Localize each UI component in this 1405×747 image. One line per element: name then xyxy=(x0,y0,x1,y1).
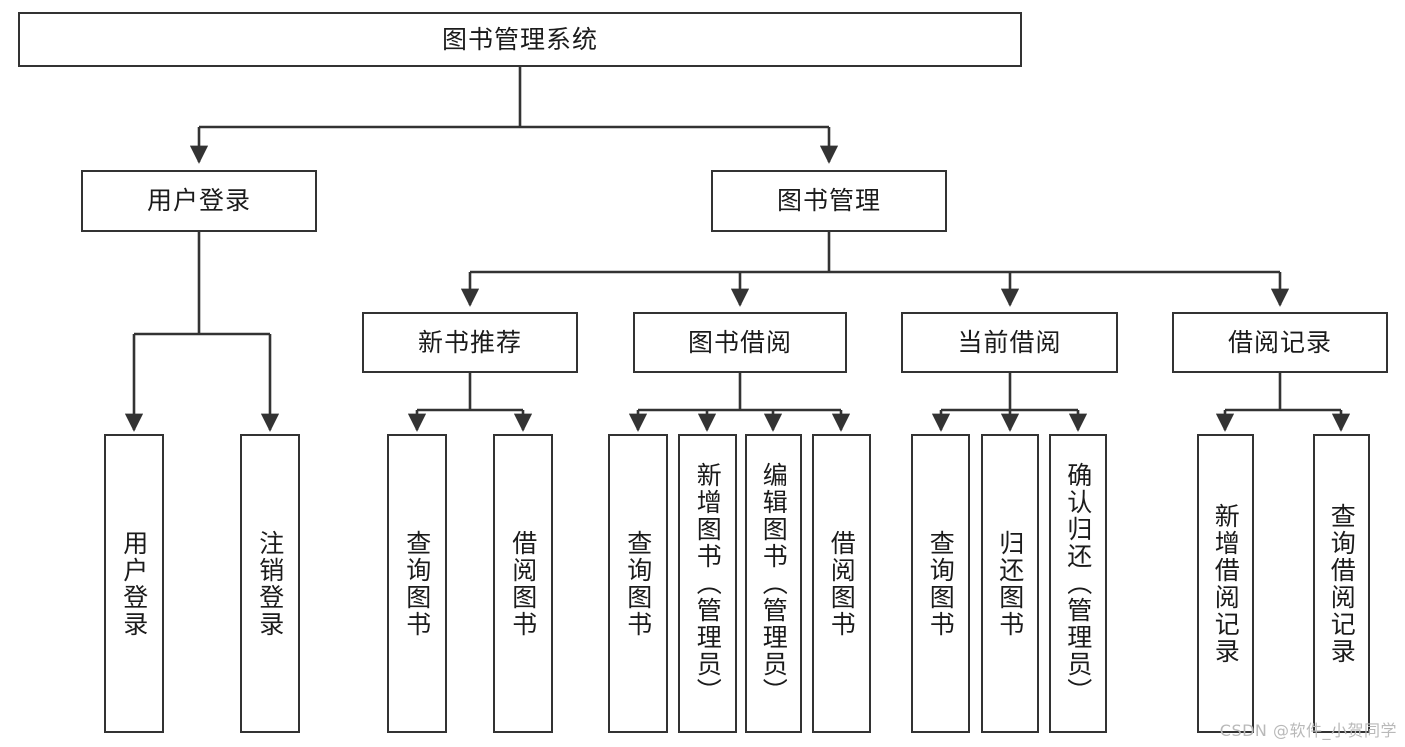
node-label: 查询图书 xyxy=(402,529,432,638)
node-book-management[interactable]: 图书管理 xyxy=(711,170,947,232)
node-label: 归还图书 xyxy=(995,529,1025,638)
leaf-edit-book-admin[interactable]: 编辑图书（管理员） xyxy=(745,434,802,733)
node-label: 查询图书 xyxy=(926,529,956,638)
leaf-query-borrow-record[interactable]: 查询借阅记录 xyxy=(1313,434,1370,733)
node-user-login[interactable]: 用户登录 xyxy=(81,170,317,232)
leaf-logout[interactable]: 注销登录 xyxy=(240,434,300,733)
node-label: 借阅图书 xyxy=(508,529,538,638)
node-label: 查询借阅记录 xyxy=(1327,502,1357,665)
node-label: 图书借阅 xyxy=(687,327,792,357)
leaf-add-book-admin[interactable]: 新增图书（管理员） xyxy=(678,434,737,733)
node-label: 图书管理系统 xyxy=(441,24,598,54)
node-label: 新书推荐 xyxy=(417,327,522,357)
node-label: 用户登录 xyxy=(146,186,251,215)
node-label: 借阅记录 xyxy=(1227,327,1332,357)
node-root-system[interactable]: 图书管理系统 xyxy=(18,12,1022,67)
leaf-borrow-book-recommend[interactable]: 借阅图书 xyxy=(493,434,553,733)
leaf-query-book-recommend[interactable]: 查询图书 xyxy=(387,434,447,733)
node-label: 确认归还（管理员） xyxy=(1063,462,1093,705)
leaf-user-login[interactable]: 用户登录 xyxy=(104,434,164,733)
node-label: 当前借阅 xyxy=(957,327,1062,357)
node-label: 新增借阅记录 xyxy=(1211,502,1241,665)
node-new-book-recommend[interactable]: 新书推荐 xyxy=(362,312,578,373)
node-label: 用户登录 xyxy=(119,529,149,638)
node-book-borrow[interactable]: 图书借阅 xyxy=(633,312,847,373)
node-borrow-record[interactable]: 借阅记录 xyxy=(1172,312,1388,373)
node-current-borrow[interactable]: 当前借阅 xyxy=(901,312,1118,373)
node-label: 编辑图书（管理员） xyxy=(759,462,789,705)
leaf-query-book[interactable]: 查询图书 xyxy=(608,434,668,733)
csdn-watermark: CSDN @软件_小贺同学 xyxy=(1219,721,1397,740)
leaf-add-borrow-record[interactable]: 新增借阅记录 xyxy=(1197,434,1254,733)
node-label: 注销登录 xyxy=(255,529,285,638)
leaf-return-book[interactable]: 归还图书 xyxy=(981,434,1039,733)
node-label: 借阅图书 xyxy=(827,529,857,638)
leaf-confirm-return-admin[interactable]: 确认归还（管理员） xyxy=(1049,434,1107,733)
node-label: 图书管理 xyxy=(776,186,881,215)
leaf-query-book-current[interactable]: 查询图书 xyxy=(911,434,970,733)
node-label: 新增图书（管理员） xyxy=(693,462,723,705)
node-label: 查询图书 xyxy=(623,529,653,638)
leaf-borrow-book[interactable]: 借阅图书 xyxy=(812,434,871,733)
